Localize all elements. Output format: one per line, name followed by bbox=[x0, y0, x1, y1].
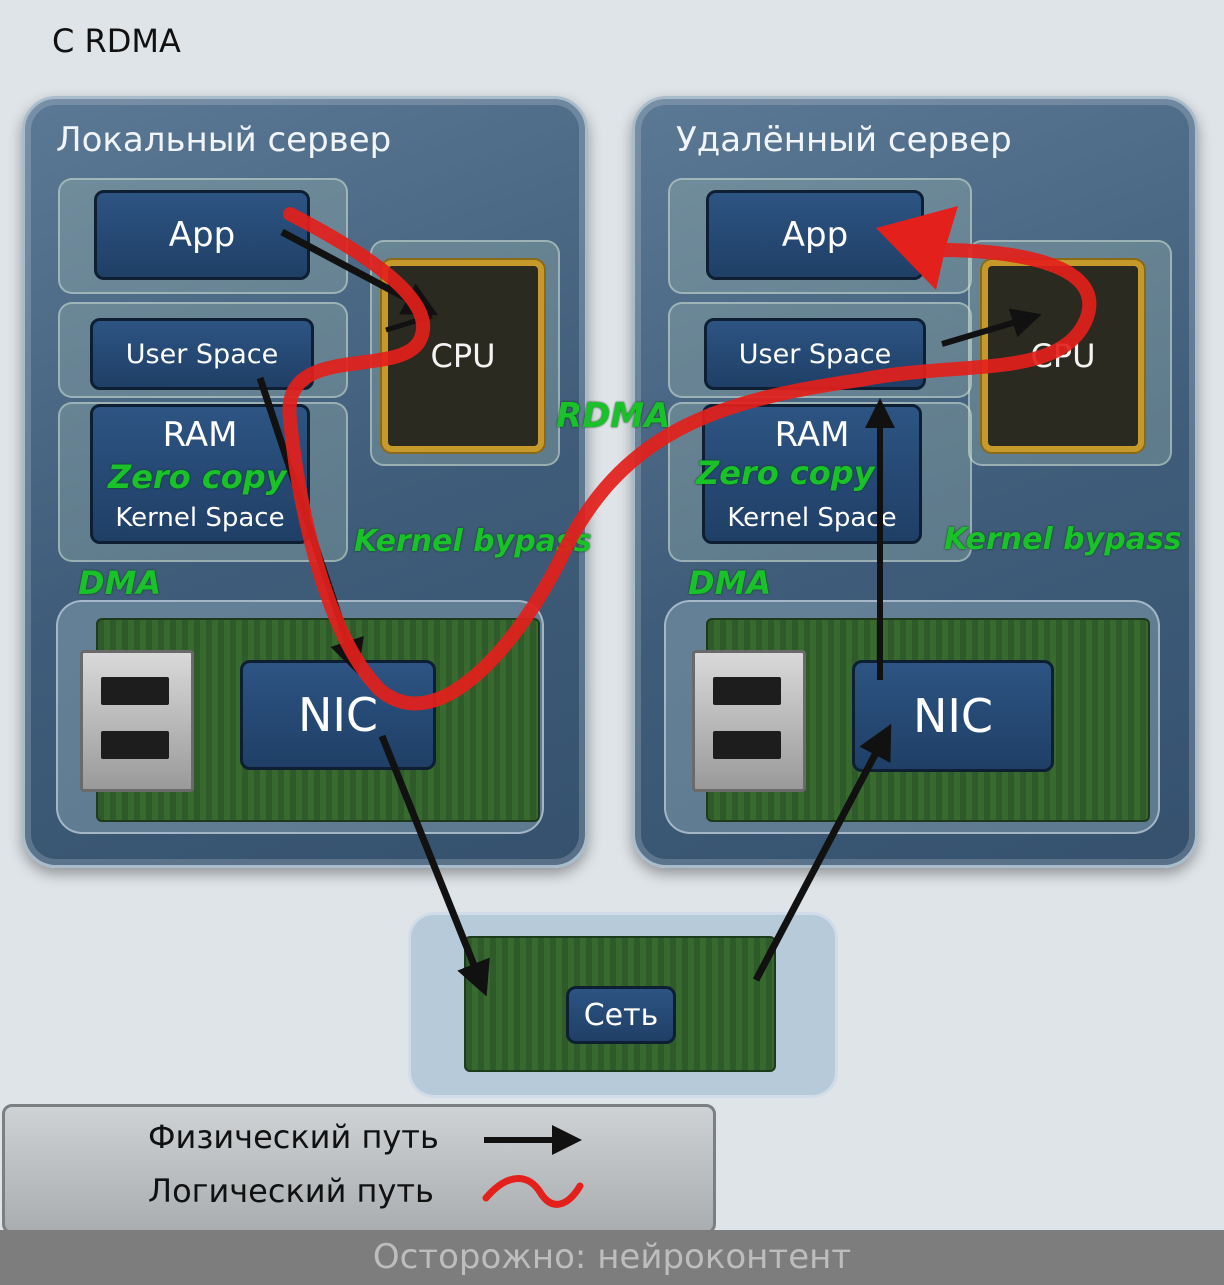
legend-logical-wave bbox=[482, 1175, 584, 1208]
local-port-slot-bottom bbox=[101, 731, 169, 759]
remote-dma-label: DMA bbox=[688, 564, 772, 602]
local-cpu-label: CPU bbox=[430, 337, 496, 375]
remote-zero-copy-label: Zero copy bbox=[696, 454, 875, 492]
remote-kernel-bypass-label: Kernel bypass bbox=[944, 522, 1182, 557]
remote-ram-label: RAM bbox=[774, 415, 850, 455]
local-ethernet-port bbox=[80, 650, 194, 792]
local-kernel-space-label: Kernel Space bbox=[115, 503, 285, 533]
remote-ethernet-port bbox=[692, 650, 806, 792]
page-title: С RDMA bbox=[52, 22, 181, 60]
rdma-label: RDMA bbox=[556, 396, 671, 436]
local-nic-label: NIC bbox=[297, 688, 379, 742]
legend-physical-label: Физический путь bbox=[148, 1118, 439, 1156]
local-port-slot-top bbox=[101, 677, 169, 705]
remote-cpu-chip: CPU bbox=[982, 260, 1144, 452]
physical-path-nic-to-network bbox=[378, 734, 490, 997]
remote-port-slot-bottom bbox=[713, 731, 781, 759]
footer-text: Осторожно: нейроконтент bbox=[372, 1237, 852, 1277]
local-nic-block: NIC bbox=[240, 660, 436, 770]
local-zero-copy-label: Zero copy bbox=[108, 458, 287, 496]
local-kernel-bypass-label: Kernel bypass bbox=[354, 524, 592, 559]
local-app-block: App bbox=[94, 190, 310, 280]
network-block: Сеть bbox=[566, 986, 676, 1044]
local-ram-label: RAM bbox=[162, 415, 238, 455]
remote-kernel-space-label: Kernel Space bbox=[727, 503, 897, 533]
physical-path-remote-user-to-cpu bbox=[941, 308, 1042, 347]
footer-banner: Осторожно: нейроконтент bbox=[0, 1230, 1224, 1285]
legend-logical-label: Логический путь bbox=[148, 1172, 434, 1210]
remote-user-space-label: User Space bbox=[738, 338, 892, 370]
local-user-space-block: User Space bbox=[90, 318, 314, 390]
local-server-title: Локальный сервер bbox=[56, 120, 392, 160]
remote-app-label: App bbox=[781, 215, 849, 255]
local-user-space-label: User Space bbox=[125, 338, 279, 370]
network-label: Сеть bbox=[583, 997, 659, 1033]
remote-server-title: Удалённый сервер bbox=[676, 120, 1012, 160]
local-app-label: App bbox=[168, 215, 236, 255]
remote-port-slot-top bbox=[713, 677, 781, 705]
physical-path-network-to-remote-nic bbox=[752, 723, 892, 982]
remote-nic-label: NIC bbox=[912, 689, 994, 743]
logical-path-arrowhead bbox=[876, 206, 958, 290]
logical-path-rdma bbox=[282, 207, 1097, 711]
local-dma-label: DMA bbox=[78, 564, 162, 602]
